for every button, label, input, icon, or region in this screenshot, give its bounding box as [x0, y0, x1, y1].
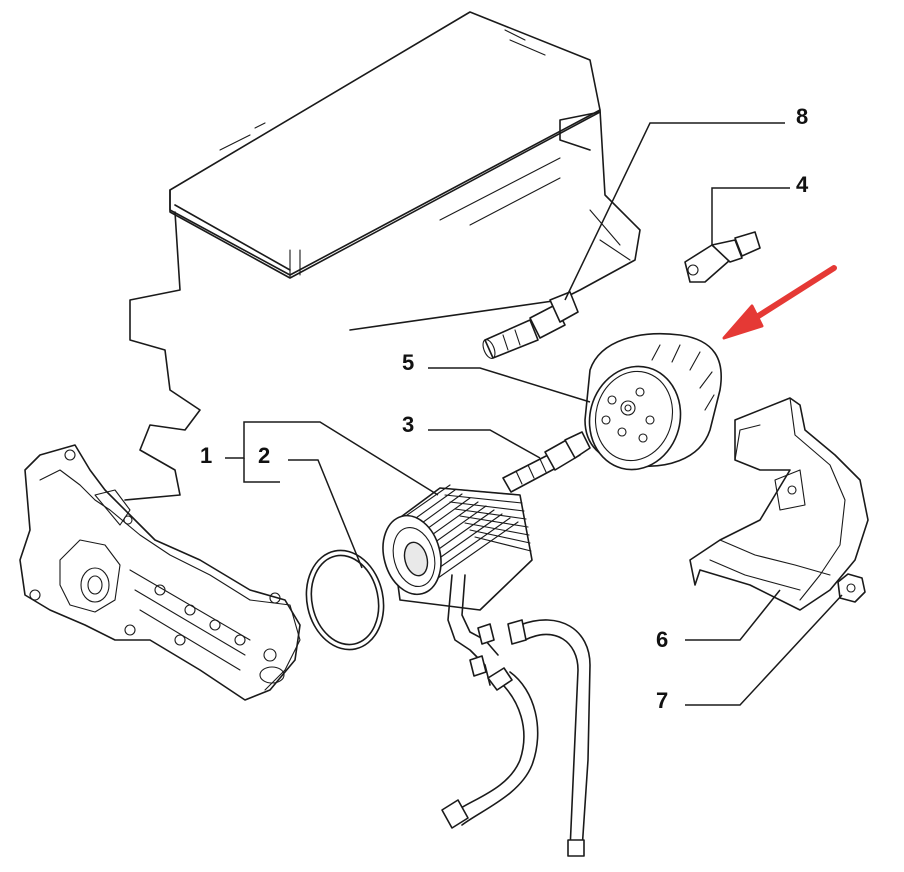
connector-tube	[502, 431, 591, 493]
coolant-hoses	[441, 619, 591, 857]
hex-nut	[837, 573, 866, 603]
callout-labels: 1 2 3 4 5 6 7 8	[200, 104, 809, 713]
oil-cooler	[382, 484, 533, 686]
o-ring-gasket	[305, 549, 385, 651]
oil-pressure-sensor	[684, 231, 761, 283]
callout-6: 6	[656, 627, 668, 652]
callout-2: 2	[258, 443, 270, 468]
timing-cover-housing	[19, 444, 301, 701]
callout-7: 7	[656, 688, 668, 713]
threaded-nipple	[482, 291, 579, 360]
engine-block-outline	[124, 11, 641, 501]
leader-lines	[225, 122, 843, 706]
highlight-arrow	[722, 265, 837, 340]
callout-1: 1	[200, 443, 212, 468]
heat-shield	[689, 397, 869, 611]
callout-3: 3	[402, 412, 414, 437]
callout-5: 5	[402, 350, 414, 375]
callout-4: 4	[796, 172, 809, 197]
callout-8: 8	[796, 104, 808, 129]
oil-filter	[584, 332, 722, 471]
